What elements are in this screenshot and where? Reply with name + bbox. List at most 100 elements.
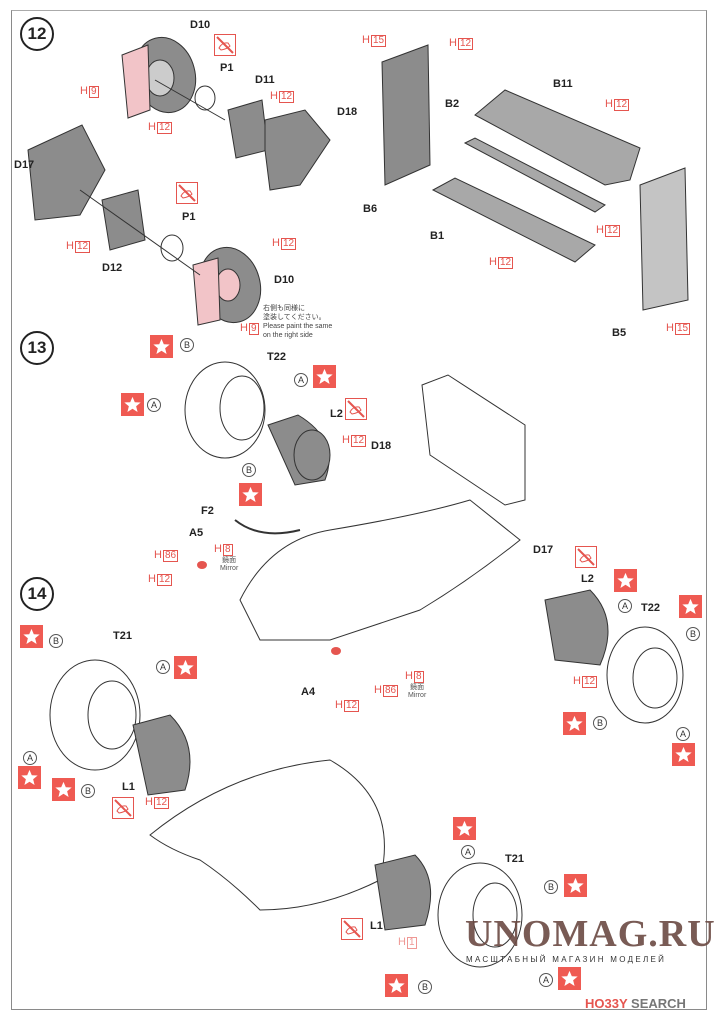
- wing-b1: [431, 177, 596, 263]
- decal-star-icon: [239, 483, 262, 506]
- caliper-top: [121, 44, 151, 119]
- part-label: T22: [267, 351, 286, 363]
- wheel-l2-right: [544, 589, 609, 666]
- no-glue-icon: [575, 546, 597, 568]
- decal-star-icon: [121, 393, 144, 416]
- part-label: B6: [363, 203, 378, 215]
- callout-a: A: [294, 373, 308, 387]
- hub-d12: [101, 189, 146, 251]
- callout-b: B: [242, 463, 256, 477]
- endplate-b5: [639, 167, 689, 311]
- callout-b: B: [49, 634, 63, 648]
- callout-b: B: [418, 980, 432, 994]
- step-14-badge: 14: [20, 577, 54, 611]
- spacer-p1-bot: [160, 234, 184, 262]
- decal-star-icon: [679, 595, 702, 618]
- endplate-b6: [381, 44, 431, 186]
- rear-wing: [421, 374, 526, 506]
- part-label: A4: [301, 686, 316, 698]
- callout-a: A: [539, 973, 553, 987]
- callout-a: A: [676, 727, 690, 741]
- page-frame: [11, 10, 707, 1010]
- callout-a: A: [156, 660, 170, 674]
- upright-d17: [27, 124, 106, 221]
- callout-b: B: [180, 338, 194, 352]
- car-front: [149, 759, 385, 911]
- decal-star-icon: [564, 874, 587, 897]
- hobby-search-logo: HO33Y SEARCH: [585, 996, 686, 1011]
- no-glue-icon: [176, 182, 198, 204]
- part-label: B11: [553, 78, 573, 90]
- wheel-l1-right: [374, 854, 432, 931]
- part-label: L2: [330, 408, 343, 420]
- decal-star-icon: [558, 967, 581, 990]
- step-12-badge: 12: [20, 17, 54, 51]
- tire-t21-left: [49, 659, 141, 771]
- wing-b11: [474, 89, 641, 186]
- decal-star-icon: [20, 625, 43, 648]
- decal-star-icon: [18, 766, 41, 789]
- brand-part1: HO33Y: [585, 996, 628, 1011]
- wheel-l1-left: [132, 714, 191, 796]
- callout-b: B: [686, 627, 700, 641]
- callout-a: A: [461, 845, 475, 859]
- wing-b2: [463, 137, 606, 213]
- paint-note: 右側も同様に 塗装してください。 Please paint the same o…: [263, 305, 333, 339]
- part-label: D10: [190, 19, 211, 31]
- part-label: D18: [371, 440, 392, 452]
- part-label: A5: [189, 527, 204, 539]
- part-label: L1: [122, 781, 135, 793]
- mirror-a4: [331, 647, 341, 655]
- caliper-bot: [192, 257, 221, 326]
- callout-a: A: [147, 398, 161, 412]
- spacer-p1-top: [194, 85, 216, 111]
- mirror-a5: [197, 561, 207, 569]
- part-label: L2: [581, 573, 594, 585]
- callout-b: B: [81, 784, 95, 798]
- part-label: P1: [182, 211, 196, 223]
- tire-t22-rear: [606, 626, 684, 724]
- part-label: D17: [533, 544, 554, 556]
- part-label: D17: [14, 159, 35, 171]
- decal-star-icon: [672, 743, 695, 766]
- part-label: D10: [274, 274, 295, 286]
- part-label: D18: [337, 106, 358, 118]
- hub-d11: [227, 99, 269, 159]
- callout-b: B: [544, 880, 558, 894]
- watermark-title: UNOMAG.RU: [465, 913, 716, 955]
- no-glue-icon: [112, 797, 134, 819]
- part-label: D12: [102, 262, 123, 274]
- part-label: B2: [445, 98, 460, 110]
- tire-t21-right: [437, 862, 523, 968]
- callout-a: A: [23, 751, 37, 765]
- part-label: P1: [220, 62, 234, 74]
- decal-star-icon: [563, 712, 586, 735]
- no-glue-icon: [341, 918, 363, 940]
- car-body: [239, 499, 521, 641]
- upright-d18-top: [264, 109, 331, 191]
- decal-star-icon: [614, 569, 637, 592]
- part-label: F2: [201, 505, 214, 517]
